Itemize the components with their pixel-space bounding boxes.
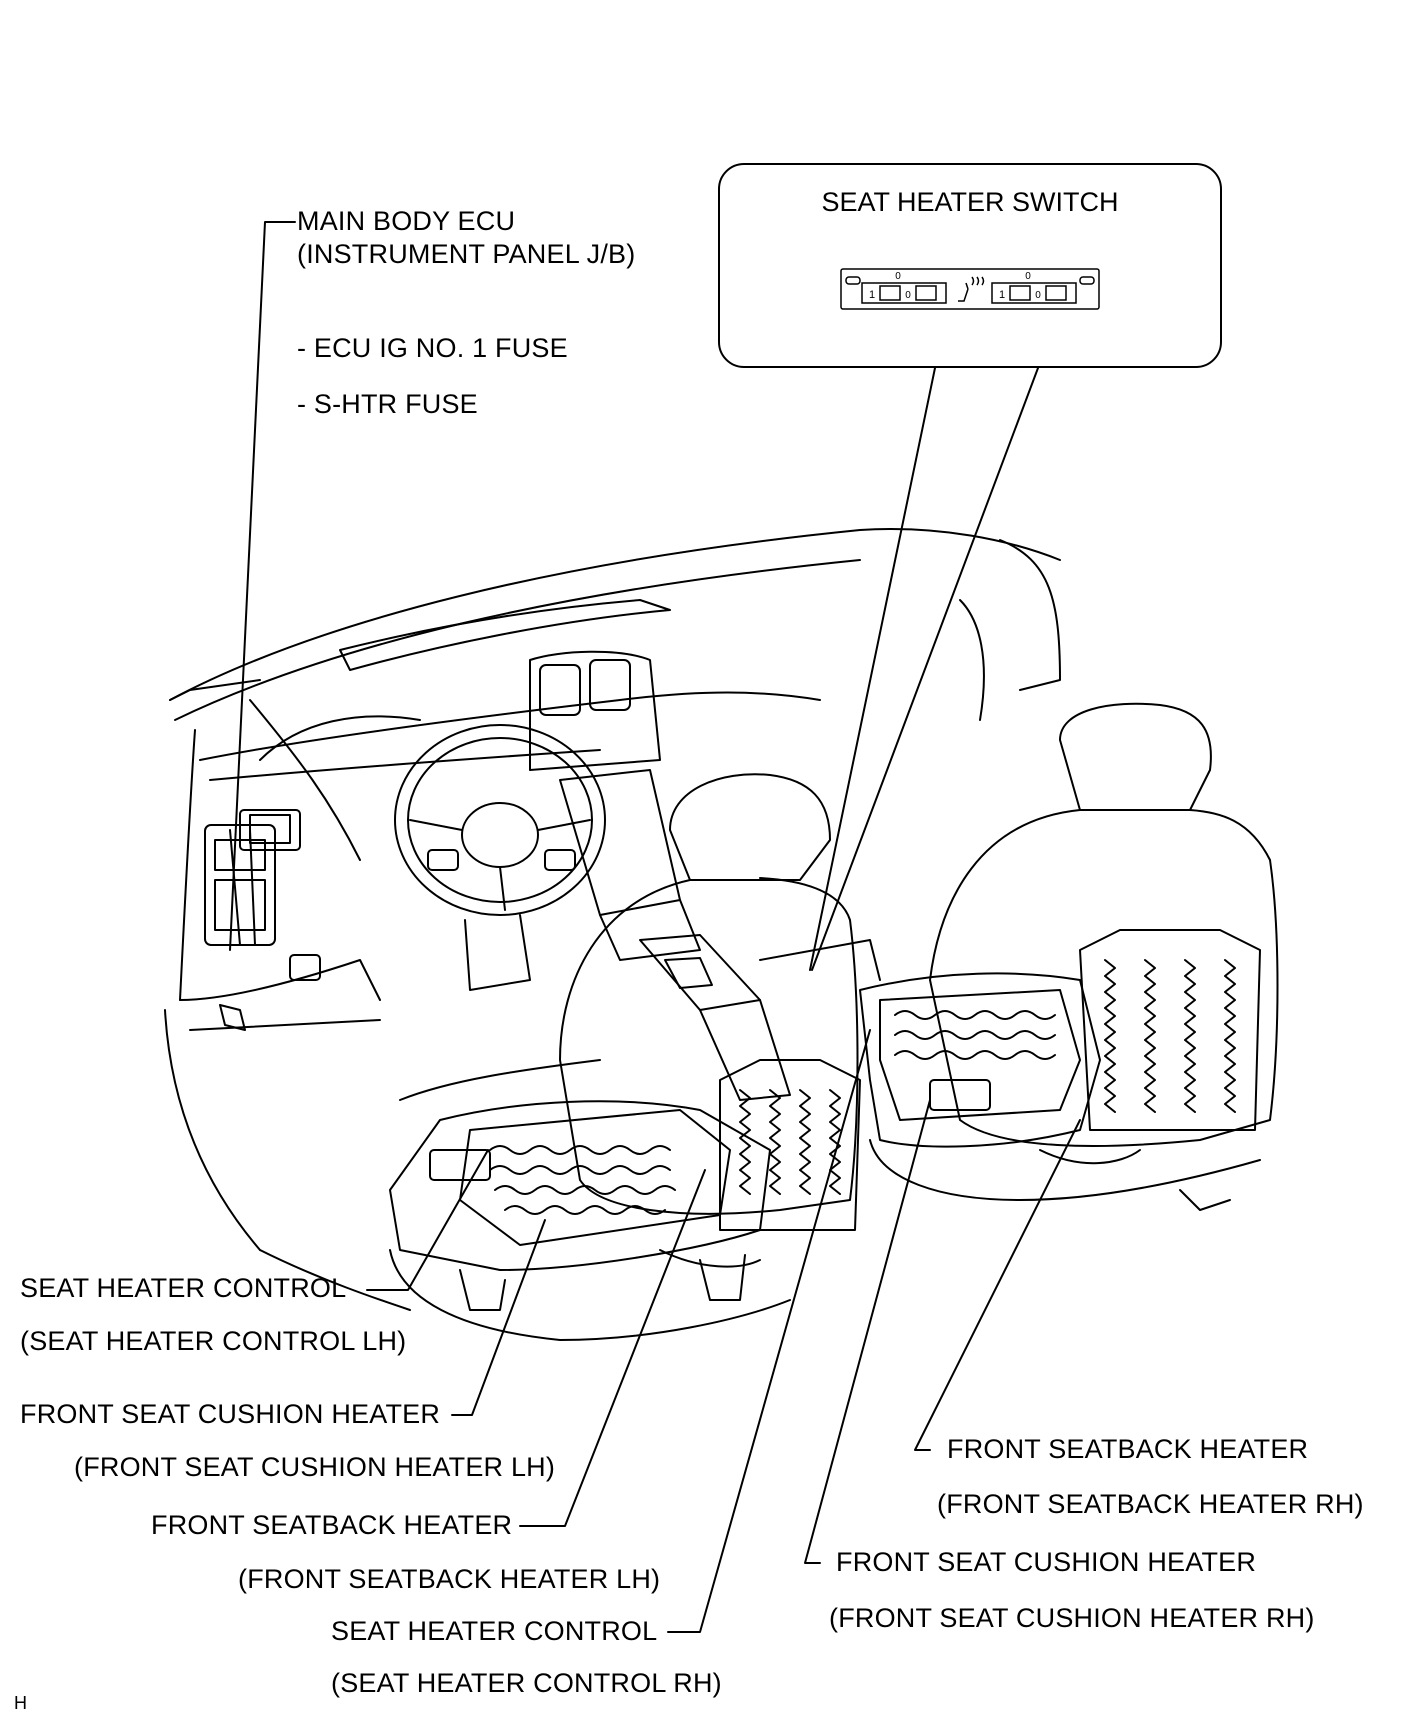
leader-lines	[229, 221, 1081, 1633]
left-mark-0: 0	[905, 290, 911, 301]
seat-heater-switch-panel: 0 1 0 0 1 0	[840, 268, 1100, 310]
seat-heater-control-lh-label: SEAT HEATER CONTROL	[20, 1273, 347, 1303]
front-seatback-heater-rh-sublabel: (FRONT SEATBACK HEATER RH)	[937, 1489, 1364, 1519]
right-seat-heater-rocker[interactable]	[991, 282, 1077, 304]
front-seat-cushion-heater-rh-label: FRONT SEAT CUSHION HEATER	[836, 1547, 1257, 1577]
main-body-ecu-label: MAIN BODY ECU	[297, 206, 516, 236]
right-indicator-led	[1079, 276, 1095, 285]
ecu-ig-no1-fuse-label: - ECU IG NO. 1 FUSE	[297, 333, 568, 363]
front-seat-cushion-heater-lh-sublabel: (FRONT SEAT CUSHION HEATER LH)	[74, 1452, 556, 1482]
left-indicator-led	[845, 276, 861, 285]
right-mark-1: 1	[999, 289, 1005, 301]
s-htr-fuse-label: - S-HTR FUSE	[297, 389, 478, 419]
main-body-ecu-sublabel: (INSTRUMENT PANEL J/B)	[297, 239, 636, 269]
seat-heater-icon	[958, 276, 985, 302]
steering-wheel	[394, 724, 606, 991]
seat-heater-switch-callout: SEAT HEATER SWITCH 0 1 0 0 1 0	[718, 163, 1222, 368]
figure-code: H	[14, 1693, 27, 1713]
right-mark-top: 0	[1025, 271, 1031, 282]
front-seatback-heater-rh-label: FRONT SEATBACK HEATER	[947, 1434, 1309, 1464]
seat-heater-control-lh-sublabel: (SEAT HEATER CONTROL LH)	[20, 1326, 407, 1356]
dashboard-outline	[164, 528, 1061, 1311]
left-seat-heater-rocker[interactable]	[861, 282, 947, 304]
front-seat-cushion-heater-rh-sublabel: (FRONT SEAT CUSHION HEATER RH)	[829, 1603, 1315, 1633]
left-mark-top: 0	[895, 271, 901, 282]
left-front-seat	[389, 773, 861, 1341]
seat-heater-control-rh-sublabel: (SEAT HEATER CONTROL RH)	[331, 1668, 722, 1698]
front-seat-cushion-heater-lh-label: FRONT SEAT CUSHION HEATER	[20, 1399, 441, 1429]
left-mark-1: 1	[869, 289, 875, 301]
right-mark-0: 0	[1035, 290, 1041, 301]
right-front-seat	[859, 702, 1279, 1211]
seat-heater-control-rh-label: SEAT HEATER CONTROL	[331, 1616, 658, 1646]
center-console	[399, 934, 881, 1101]
seat-heater-switch-label: SEAT HEATER SWITCH	[821, 187, 1119, 217]
front-seatback-heater-lh-label: FRONT SEATBACK HEATER	[151, 1510, 513, 1540]
front-seatback-heater-lh-sublabel: (FRONT SEATBACK HEATER LH)	[238, 1564, 661, 1594]
